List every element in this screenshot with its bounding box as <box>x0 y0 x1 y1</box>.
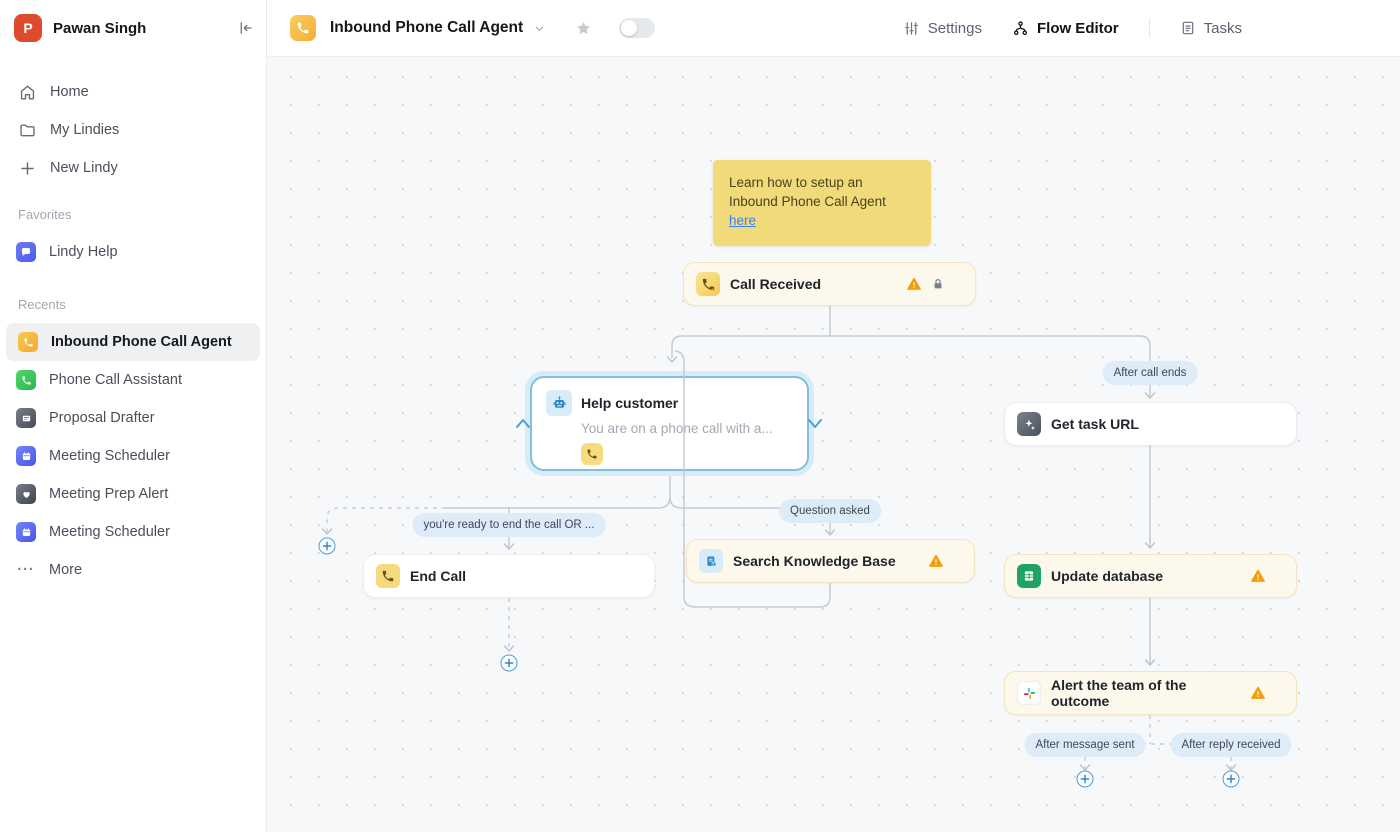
sidebar-item-label: Lindy Help <box>49 244 118 260</box>
sticky-text-line2: Inbound Phone Call Agent <box>729 194 886 209</box>
sidebar-item-meeting-scheduler-1[interactable]: Meeting Scheduler <box>0 437 266 475</box>
sidebar-item-phone-call-assistant[interactable]: Phone Call Assistant <box>0 361 266 399</box>
collapse-sidebar-icon[interactable] <box>236 19 254 37</box>
favorite-star-icon[interactable] <box>574 19 593 38</box>
sticky-note[interactable]: Learn how to setup an Inbound Phone Call… <box>713 160 931 246</box>
sidebar-item-label: Phone Call Assistant <box>49 372 182 388</box>
recents-header: Recents <box>18 297 66 312</box>
node-title: Alert the team of the outcome <box>1051 677 1187 709</box>
node-search-knowledge-base[interactable]: Search Knowledge Base <box>686 539 975 583</box>
calendar-icon <box>16 522 36 542</box>
warning-icon <box>1251 569 1265 582</box>
sidebar-item-meeting-prep-alert[interactable]: Meeting Prep Alert <box>0 475 266 513</box>
add-step-button[interactable] <box>1222 770 1240 788</box>
sidebar-item-my-lindies[interactable]: My Lindies <box>0 111 266 149</box>
sidebar-item-label: Meeting Scheduler <box>49 448 170 464</box>
tab-flow-editor[interactable]: Flow Editor <box>1012 20 1119 37</box>
node-get-task-url[interactable]: Get task URL <box>1004 402 1297 446</box>
node-call-received[interactable]: Call Received <box>683 262 976 306</box>
edge-label-after-reply-received[interactable]: After reply received <box>1170 733 1292 757</box>
node-title: End Call <box>410 568 467 584</box>
knowledge-base-icon <box>699 549 723 573</box>
folder-icon <box>20 123 35 136</box>
sidebar-item-label: New Lindy <box>50 160 118 176</box>
sticky-here-link[interactable]: here <box>729 213 757 228</box>
sidebar-item-inbound-phone-call-agent[interactable]: Inbound Phone Call Agent <box>6 323 260 361</box>
node-alert-team[interactable]: Alert the team of the outcome <box>1004 671 1297 715</box>
sidebar-item-new-lindy[interactable]: New Lindy <box>0 149 266 187</box>
nav-up-chevron[interactable] <box>515 417 531 431</box>
chat-bubble-icon <box>16 242 36 262</box>
sidebar-item-label: Inbound Phone Call Agent <box>51 334 232 350</box>
phone-icon <box>18 332 38 352</box>
node-title: Help customer <box>581 395 679 411</box>
spreadsheet-icon <box>1017 564 1041 588</box>
agent-robot-icon <box>546 390 572 416</box>
node-subtitle: You are on a phone call with a... <box>581 421 773 436</box>
sidebar-item-more[interactable]: ··· More <box>0 551 266 589</box>
slack-icon <box>1017 681 1041 705</box>
add-step-button[interactable] <box>318 537 336 555</box>
sidebar-item-label: Proposal Drafter <box>49 410 155 426</box>
lock-icon <box>934 279 942 289</box>
tab-label: Flow Editor <box>1036 19 1119 37</box>
sticky-text-line1: Learn how to setup an <box>729 175 863 190</box>
calendar-icon <box>16 446 36 466</box>
sidebar-item-label: My Lindies <box>50 122 120 138</box>
sliders-icon <box>904 21 918 35</box>
user-name: Pawan Singh <box>53 19 147 37</box>
sidebar-item-label: Meeting Scheduler <box>49 524 170 540</box>
node-title: Search Knowledge Base <box>733 553 896 569</box>
nav-down-chevron[interactable] <box>807 416 823 430</box>
tasks-doc-icon <box>1182 21 1193 35</box>
avatar[interactable]: P <box>14 14 42 42</box>
flow-graph-icon <box>1013 20 1028 35</box>
tab-settings[interactable]: Settings <box>903 20 982 37</box>
edge-label-after-call-ends[interactable]: After call ends <box>1102 361 1198 385</box>
sidebar-item-label: Home <box>50 84 89 100</box>
edge-label-question-asked[interactable]: Question asked <box>779 499 881 523</box>
phone-trigger-icon <box>696 272 720 296</box>
heart-icon <box>16 484 36 504</box>
add-step-button[interactable] <box>500 654 518 672</box>
agent-enabled-toggle[interactable] <box>619 18 656 38</box>
node-update-database[interactable]: Update database <box>1004 554 1297 598</box>
node-title: Update database <box>1051 568 1164 584</box>
add-step-button[interactable] <box>1076 770 1094 788</box>
tab-label: Settings <box>927 19 982 37</box>
agent-phone-icon <box>290 15 316 41</box>
favorites-header: Favorites <box>18 207 72 222</box>
sidebar-item-home[interactable]: Home <box>0 73 266 111</box>
phone-icon <box>376 564 400 588</box>
ellipsis-icon: ··· <box>17 562 35 578</box>
plus-icon <box>21 161 34 175</box>
sidebar-item-label: More <box>49 562 83 578</box>
sidebar: P Pawan Singh Home My Lindies New Lindy … <box>0 0 267 832</box>
topbar: Inbound Phone Call Agent Settings Flow E… <box>267 0 1400 57</box>
document-icon <box>16 408 36 428</box>
sidebar-item-lindy-help[interactable]: Lindy Help <box>0 233 266 271</box>
edge-label-after-message-sent[interactable]: After message sent <box>1024 733 1146 757</box>
sidebar-item-proposal-drafter[interactable]: Proposal Drafter <box>0 399 266 437</box>
divider <box>1148 18 1150 38</box>
phone-skill-badge <box>581 443 603 465</box>
sparkle-icon <box>1017 412 1041 436</box>
warning-icon <box>907 277 921 290</box>
node-title: Get task URL <box>1051 416 1139 432</box>
tab-tasks[interactable]: Tasks <box>1180 20 1242 37</box>
tab-label: Tasks <box>1203 19 1242 37</box>
node-end-call[interactable]: End Call <box>363 554 655 598</box>
sidebar-item-label: Meeting Prep Alert <box>49 486 169 502</box>
edge-label-ready-end-call[interactable]: you're ready to end the call OR ... <box>412 513 606 537</box>
home-icon <box>20 85 35 100</box>
agent-title[interactable]: Inbound Phone Call Agent <box>330 19 524 36</box>
node-title: Call Received <box>730 276 822 292</box>
warning-icon <box>929 554 943 567</box>
warning-icon <box>1251 686 1265 699</box>
chevron-down-icon[interactable] <box>533 22 546 35</box>
sidebar-item-meeting-scheduler-2[interactable]: Meeting Scheduler <box>0 513 266 551</box>
node-help-customer[interactable]: Help customer You are on a phone call wi… <box>530 376 809 471</box>
phone-icon <box>16 370 36 390</box>
